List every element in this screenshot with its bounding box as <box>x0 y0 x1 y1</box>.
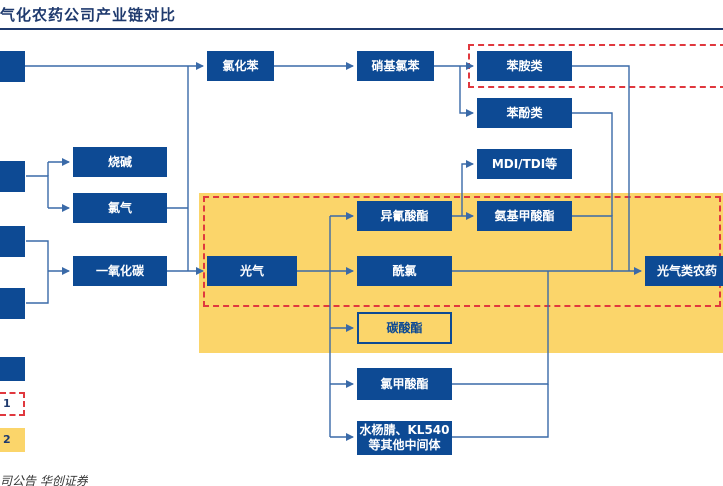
node-carbon-monoxide: 一氧化碳 <box>73 256 167 286</box>
node-aniline: 苯胺类 <box>477 51 572 81</box>
node-carbonate: 碳酸酯 <box>357 312 452 344</box>
node-nitrochlorobenzene: 硝基氯苯 <box>357 51 434 81</box>
node-chlorine: 氯气 <box>73 193 167 223</box>
node-other-intermediates-line2: 等其他中间体 <box>368 438 441 452</box>
left-source-box-2 <box>0 161 25 192</box>
left-source-box-3 <box>0 226 25 257</box>
left-source-box-1 <box>0 51 25 82</box>
node-caustic-soda: 烧碱 <box>73 147 167 177</box>
legend-swatch-yellow <box>0 428 25 452</box>
legend-swatch-dashed <box>0 392 25 416</box>
node-chloroformate: 氯甲酸酯 <box>357 368 452 400</box>
legend-label-2: 2 <box>3 433 11 446</box>
node-other-intermediates: 水杨腈、KL540 等其他中间体 <box>357 421 452 455</box>
left-source-box-4 <box>0 288 25 319</box>
node-mdi-tdi: MDI/TDI等 <box>477 149 572 179</box>
node-phosgene: 光气 <box>207 256 297 286</box>
node-other-intermediates-line1: 水杨腈、KL540 <box>359 423 450 437</box>
diagram-title: 气化农药公司产业链对比 <box>0 6 177 24</box>
title-underline <box>0 28 723 30</box>
legend-label-1: 1 <box>3 397 11 410</box>
source-note: 司公告 华创证券 <box>0 474 88 486</box>
node-isocyanate: 异氰酸酯 <box>357 201 452 231</box>
node-chlorobenzene: 氯化苯 <box>207 51 274 81</box>
legend-swatch-solid <box>0 357 25 381</box>
node-acyl-chloride: 酰氯 <box>357 256 452 286</box>
node-phosgene-pesticide: 光气类农药 <box>645 256 723 286</box>
node-phenol: 苯酚类 <box>477 98 572 128</box>
node-carbamate: 氨基甲酸酯 <box>477 201 572 231</box>
